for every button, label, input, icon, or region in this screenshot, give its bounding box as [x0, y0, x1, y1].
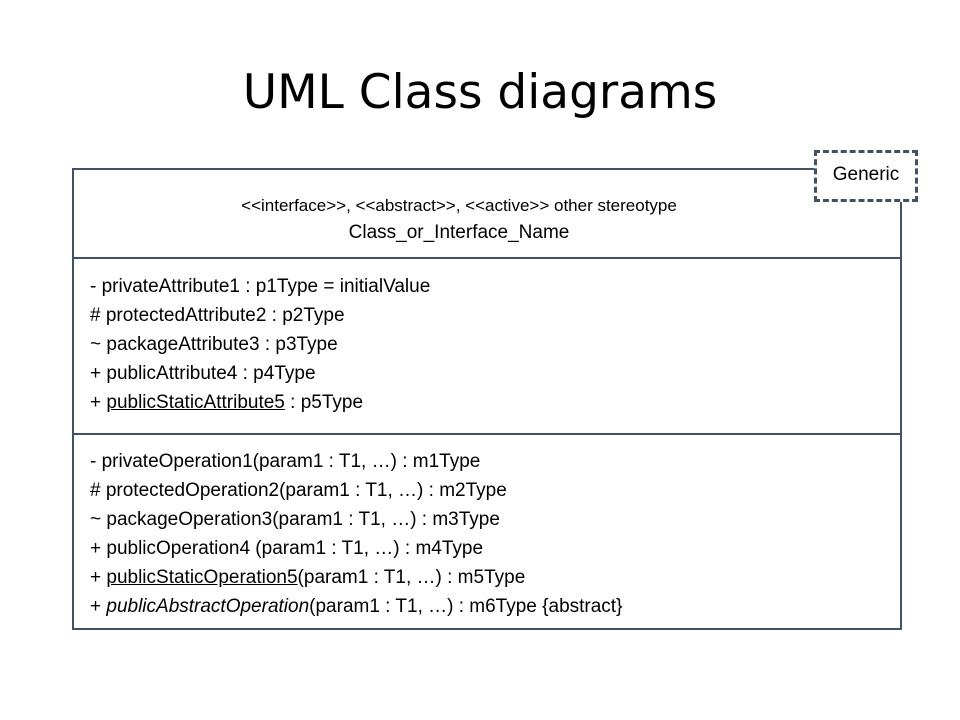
attribute-item: # protectedAttribute2 : p2Type	[90, 301, 430, 330]
operation-item: + publicStaticOperation5(param1 : T1, …)…	[90, 563, 622, 592]
operation-signature: (param1 : T1, …) : m5Type	[297, 567, 526, 588]
operation-visibility: +	[90, 567, 107, 588]
name-attributes-divider	[74, 257, 900, 259]
operation-text: - privateOperation1(param1 : T1, …) : m1…	[90, 451, 481, 472]
operation-text: + publicOperation4 (param1 : T1, …) : m4…	[90, 538, 484, 559]
attributes-compartment: - privateAttribute1 : p1Type = initialVa…	[90, 272, 430, 417]
attribute-text: + publicAttribute4 : p4Type	[90, 363, 316, 384]
attribute-item: ~ packageAttribute3 : p3Type	[90, 330, 430, 359]
operation-item: + publicOperation4 (param1 : T1, …) : m4…	[90, 534, 622, 563]
operation-item: - privateOperation1(param1 : T1, …) : m1…	[90, 447, 622, 476]
operation-text: ~ packageOperation3(param1 : T1, …) : m3…	[90, 509, 500, 530]
attribute-text: - privateAttribute1 : p1Type = initialVa…	[90, 276, 431, 297]
attribute-text: # protectedAttribute2 : p2Type	[90, 305, 345, 326]
operation-signature: (param1 : T1, …) : m6Type {abstract}	[309, 596, 623, 617]
attribute-text: ~ packageAttribute3 : p3Type	[90, 334, 338, 355]
generic-template-tag: Generic	[814, 150, 918, 202]
attribute-item: - privateAttribute1 : p1Type = initialVa…	[90, 272, 430, 301]
uml-class-box: <<interface>>, <<abstract>>, <<active>> …	[72, 168, 902, 630]
attribute-type: : p5Type	[284, 392, 364, 413]
attribute-visibility: +	[90, 392, 107, 413]
class-name: Class_or_Interface_Name	[348, 222, 570, 243]
attribute-item: + publicAttribute4 : p4Type	[90, 359, 430, 388]
operation-item: + publicAbstractOperation(param1 : T1, ……	[90, 592, 622, 621]
operations-compartment: - privateOperation1(param1 : T1, …) : m1…	[90, 447, 622, 621]
operation-visibility: +	[90, 596, 107, 617]
static-attribute-name: publicStaticAttribute5	[106, 392, 285, 413]
operation-item: ~ packageOperation3(param1 : T1, …) : m3…	[90, 505, 622, 534]
static-operation-name: publicStaticOperation5	[106, 567, 298, 588]
stereotype-line: <<interface>>, <<abstract>>, <<active>> …	[241, 196, 677, 215]
slide-title: UML Class diagrams	[242, 65, 718, 120]
operation-item: # protectedOperation2(param1 : T1, …) : …	[90, 476, 622, 505]
attributes-operations-divider	[74, 433, 900, 435]
attribute-item: + publicStaticAttribute5 : p5Type	[90, 388, 430, 417]
operation-text: # protectedOperation2(param1 : T1, …) : …	[90, 480, 507, 501]
abstract-operation-name: publicAbstractOperation	[106, 596, 310, 617]
